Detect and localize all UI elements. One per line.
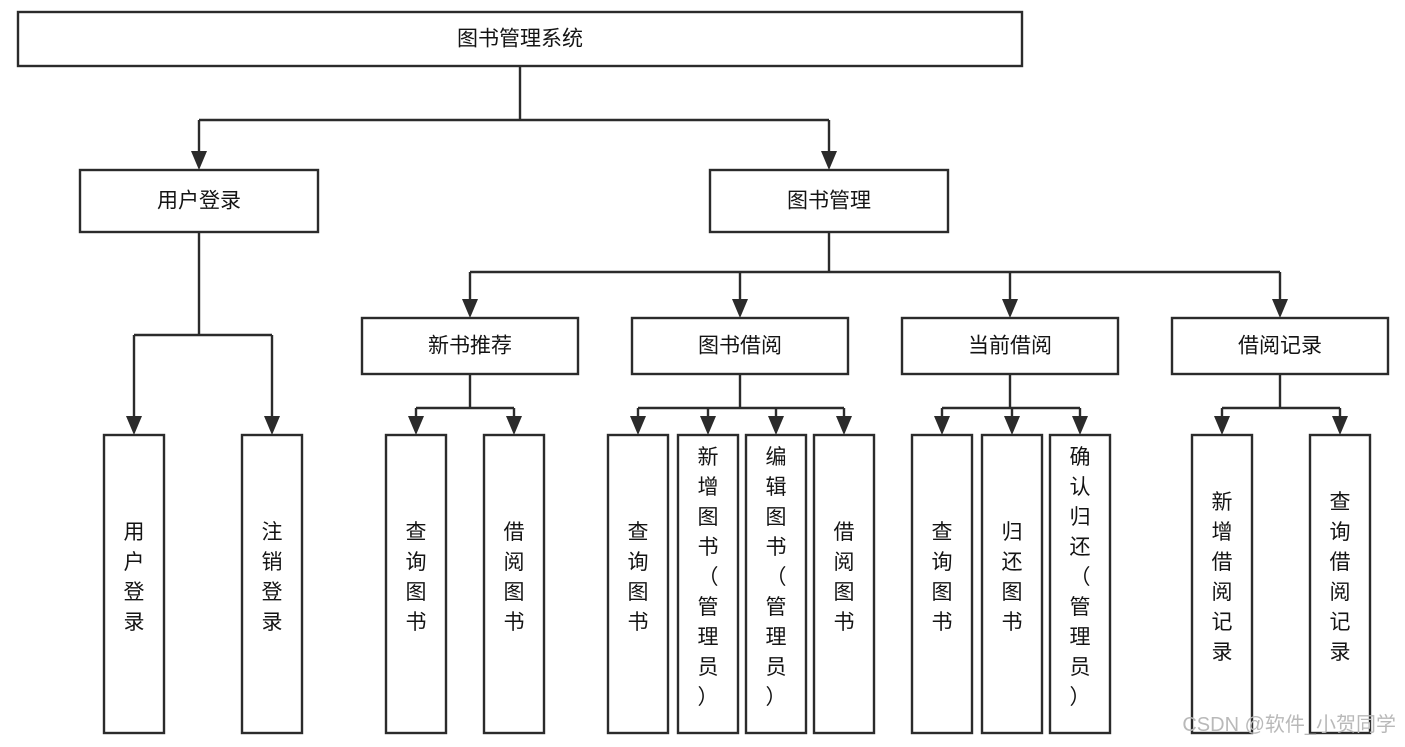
node-label: 确认归还（管理员）	[1070, 446, 1091, 709]
node-book-management[interactable]: 图书管理	[708, 168, 950, 234]
node-box[interactable]	[240, 433, 304, 735]
arrow-head	[191, 151, 207, 170]
node-box[interactable]	[1048, 433, 1112, 735]
node-box[interactable]	[910, 433, 974, 735]
arrow-head	[264, 416, 280, 435]
node-box[interactable]	[606, 433, 670, 735]
node-leaf-add-book[interactable]: 新增图书（管理员）	[676, 433, 740, 735]
arrow-head	[700, 416, 716, 435]
arrow-head	[462, 299, 478, 318]
node-label: 新增借阅记录	[1212, 491, 1233, 664]
node-book-borrow[interactable]: 图书借阅	[630, 316, 850, 376]
arrow-head	[630, 416, 646, 435]
node-box[interactable]	[812, 433, 876, 735]
node-leaf-borrow-book[interactable]: 借阅图书	[812, 433, 876, 735]
node-box[interactable]	[360, 316, 580, 376]
node-label: 借阅记录	[1238, 335, 1322, 358]
node-current-borrow[interactable]: 当前借阅	[900, 316, 1120, 376]
node-leaf-query-book-recommend[interactable]: 查询图书	[384, 433, 448, 735]
node-box[interactable]	[1308, 433, 1372, 735]
arrow-head	[408, 416, 424, 435]
node-label: 查询图书	[932, 521, 953, 634]
node-box[interactable]	[708, 168, 950, 234]
node-label: 查询图书	[406, 521, 427, 634]
node-label: 用户登录	[157, 190, 241, 213]
arrow-head	[732, 299, 748, 318]
node-label: 图书管理	[787, 190, 871, 213]
arrow-head	[506, 416, 522, 435]
node-user-login[interactable]: 用户登录	[78, 168, 320, 234]
arrow-head	[768, 416, 784, 435]
node-label: 新增图书（管理员）	[698, 446, 719, 709]
node-label: 编辑图书（管理员）	[766, 446, 787, 709]
arrow-head	[1072, 416, 1088, 435]
node-box[interactable]	[102, 433, 166, 735]
node-label: 图书管理系统	[457, 28, 583, 51]
node-leaf-query-book-current[interactable]: 查询图书	[910, 433, 974, 735]
node-box[interactable]	[676, 433, 740, 735]
csdn-watermark: CSDN @软件_小贺同学	[1182, 713, 1396, 736]
node-label: 借阅图书	[834, 521, 855, 634]
arrow-head	[821, 151, 837, 170]
node-box[interactable]	[16, 10, 1024, 68]
node-box[interactable]	[1190, 433, 1254, 735]
arrow-head	[1332, 416, 1348, 435]
node-label: 归还图书	[1002, 521, 1023, 634]
node-leaf-add-borrow-record[interactable]: 新增借阅记录	[1190, 433, 1254, 735]
node-box[interactable]	[1170, 316, 1390, 376]
arrow-head	[836, 416, 852, 435]
arrow-head	[1004, 416, 1020, 435]
node-leaf-confirm-return[interactable]: 确认归还（管理员）	[1048, 433, 1112, 735]
node-label: 注销登录	[262, 521, 283, 634]
node-label: 借阅图书	[504, 521, 525, 634]
node-box[interactable]	[980, 433, 1044, 735]
arrow-head	[1272, 299, 1288, 318]
node-label: 查询借阅记录	[1330, 491, 1351, 664]
node-leaf-return-book[interactable]: 归还图书	[980, 433, 1044, 735]
node-box[interactable]	[482, 433, 546, 735]
arrow-head	[126, 416, 142, 435]
node-box[interactable]	[900, 316, 1120, 376]
node-label: 图书借阅	[698, 335, 782, 358]
node-new-book-recommend[interactable]: 新书推荐	[360, 316, 580, 376]
node-leaf-logout-login[interactable]: 注销登录	[240, 433, 304, 735]
node-leaf-query-book-borrow[interactable]: 查询图书	[606, 433, 670, 735]
node-label: 当前借阅	[968, 335, 1052, 358]
node-layer: 图书管理系统用户登录图书管理新书推荐图书借阅当前借阅借阅记录用户登录注销登录查询…	[16, 10, 1390, 735]
node-leaf-query-borrow-record[interactable]: 查询借阅记录	[1308, 433, 1372, 735]
node-label: 查询图书	[628, 521, 649, 634]
arrow-head	[1214, 416, 1230, 435]
node-leaf-user-login[interactable]: 用户登录	[102, 433, 166, 735]
node-box[interactable]	[630, 316, 850, 376]
node-borrow-record[interactable]: 借阅记录	[1170, 316, 1390, 376]
connector-layer	[126, 66, 1348, 435]
node-leaf-borrow-book-recommend[interactable]: 借阅图书	[482, 433, 546, 735]
node-box[interactable]	[744, 433, 808, 735]
node-label: 用户登录	[124, 521, 145, 634]
node-leaf-edit-book[interactable]: 编辑图书（管理员）	[744, 433, 808, 735]
arrow-head	[934, 416, 950, 435]
arrow-head	[1002, 299, 1018, 318]
node-box[interactable]	[78, 168, 320, 234]
node-root[interactable]: 图书管理系统	[16, 10, 1024, 68]
node-label: 新书推荐	[428, 335, 512, 358]
node-box[interactable]	[384, 433, 448, 735]
